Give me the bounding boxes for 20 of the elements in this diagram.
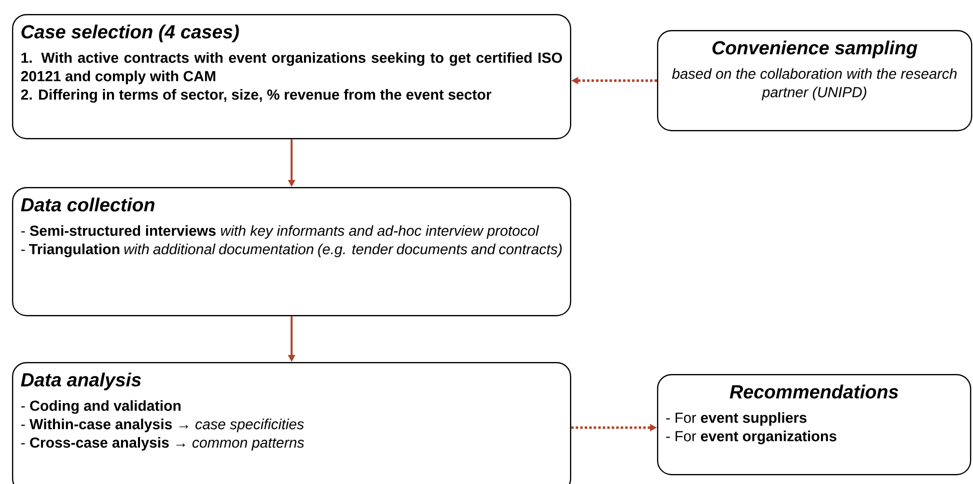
process-box xyxy=(657,374,972,476)
list-item: - Within-case analysis → case specificities xyxy=(21,418,304,432)
list-item: 2. Differing in terms of sector, size, % revenue from the event sector xyxy=(21,89,492,103)
box-heading: Data collection xyxy=(20,198,154,212)
list-item: - Cross-case analysis → common patterns xyxy=(21,437,304,451)
list-item: - Coding and validation xyxy=(21,400,180,414)
process-box xyxy=(12,187,572,316)
box-heading: Recommendations xyxy=(730,384,898,398)
box-heading: Case selection (4 cases) xyxy=(22,24,239,42)
list-item: - For event suppliers xyxy=(666,412,806,426)
list-item: - Semi-structured interviews with key informants and ad-hoc interview protocol xyxy=(21,225,540,239)
process-box xyxy=(12,362,572,484)
box-heading: Data analysis xyxy=(20,372,141,390)
process-box xyxy=(12,14,572,140)
list-item: - For event organizations xyxy=(666,430,836,444)
process-box xyxy=(657,30,972,132)
list-item: 1. With active contracts with event organizations seeking to get certified ISO 20121 and comply with CAM xyxy=(21,52,562,84)
list-item: - Triangulation with additional documentation (e.g. tender documents and contracts) xyxy=(21,244,562,258)
box-heading: Convenience sampling xyxy=(712,40,918,58)
list-item: based on the collaboration with the research partner (UNIPD) xyxy=(672,68,957,100)
